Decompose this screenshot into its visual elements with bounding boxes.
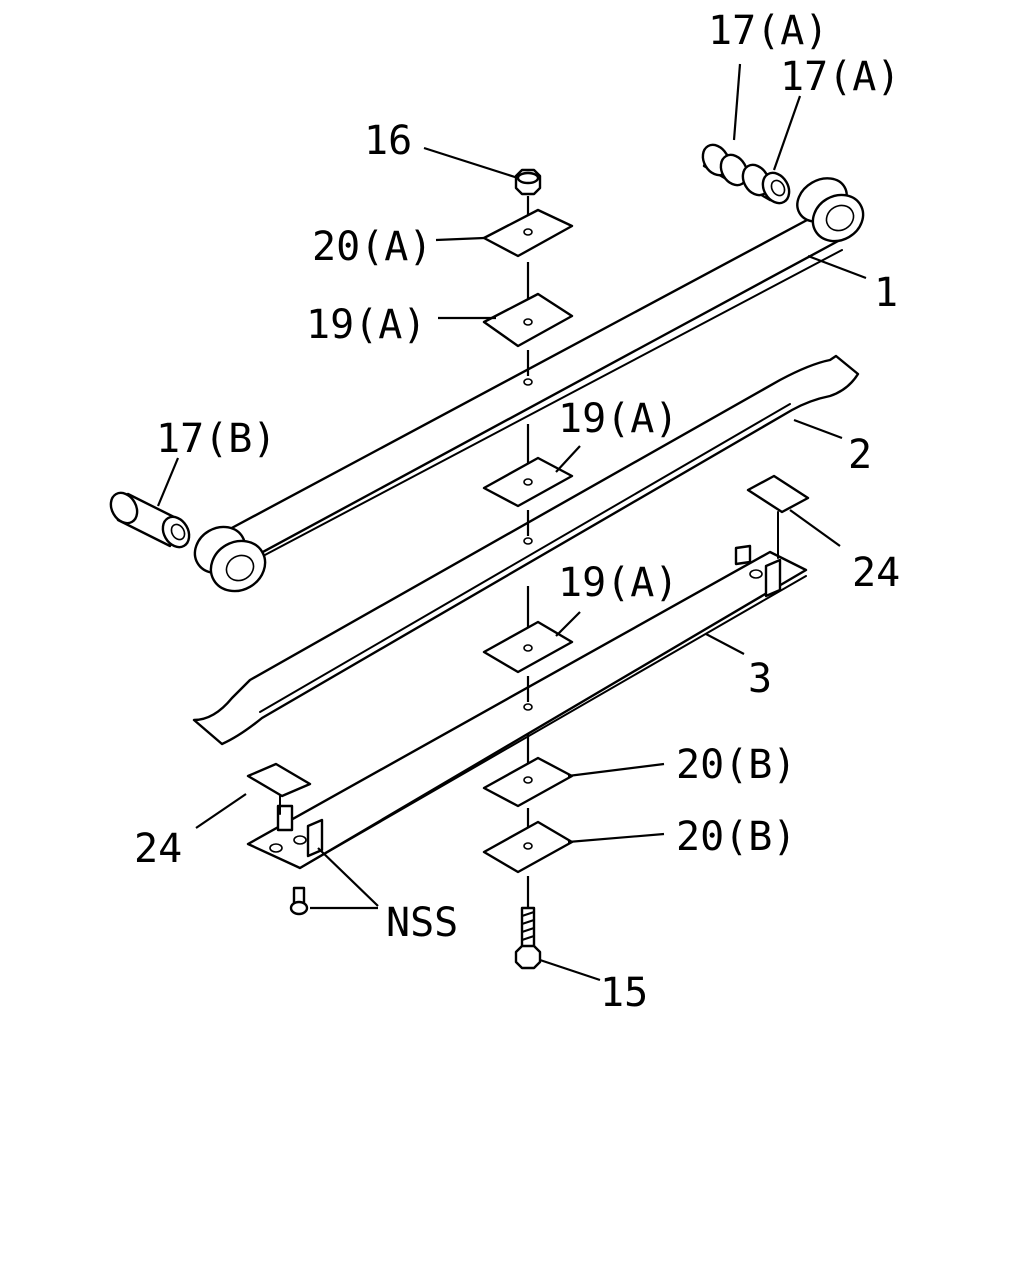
callout-17a-top: 17(A): [708, 8, 828, 54]
callouts: 17(A) 17(A) 16 20(A) 1 19(A) 17(B) 19(A)…: [134, 8, 900, 1016]
pad-24-left: [246, 762, 312, 815]
plate-19a-mid-hole: [523, 478, 533, 486]
plate-19a-top-hole: [523, 318, 533, 326]
callout-24-left: 24: [134, 826, 182, 872]
bushing-17a-outer: [701, 143, 749, 187]
callout-20b-bottom: 20(B): [676, 814, 796, 860]
callout-24-right: 24: [852, 550, 900, 596]
callout-1: 1: [874, 270, 898, 316]
callout-2: 2: [848, 432, 872, 478]
plate-20b-bottom-hole: [523, 842, 533, 850]
nut-16: [514, 168, 542, 196]
callout-3: 3: [748, 656, 772, 702]
leaf-2: [192, 354, 860, 746]
plate-19a-low-hole: [523, 644, 533, 652]
bushing-17a-inner: [741, 163, 791, 205]
callout-20a: 20(A): [312, 224, 432, 270]
clip-bolt-nss: [289, 886, 309, 916]
plate-20b-top-hole: [523, 776, 533, 784]
pad-24-right: [746, 474, 810, 559]
bushing-17b: [109, 491, 191, 549]
leaf-3: [246, 544, 808, 870]
leader-lines: [156, 63, 867, 982]
callout-17a-second: 17(A): [780, 54, 900, 100]
callout-20b-top: 20(B): [676, 742, 796, 788]
callout-16: 16: [364, 118, 412, 164]
main-leaf-1: [193, 177, 865, 593]
callout-19a-low: 19(A): [558, 560, 678, 606]
callout-19a-top: 19(A): [306, 302, 426, 348]
callout-19a-mid: 19(A): [558, 396, 678, 442]
bolt-15: [514, 906, 542, 970]
plate-20a-hole: [523, 228, 533, 236]
callout-17b: 17(B): [156, 416, 276, 462]
callout-15: 15: [600, 970, 648, 1016]
callout-nss: NSS: [386, 900, 458, 946]
